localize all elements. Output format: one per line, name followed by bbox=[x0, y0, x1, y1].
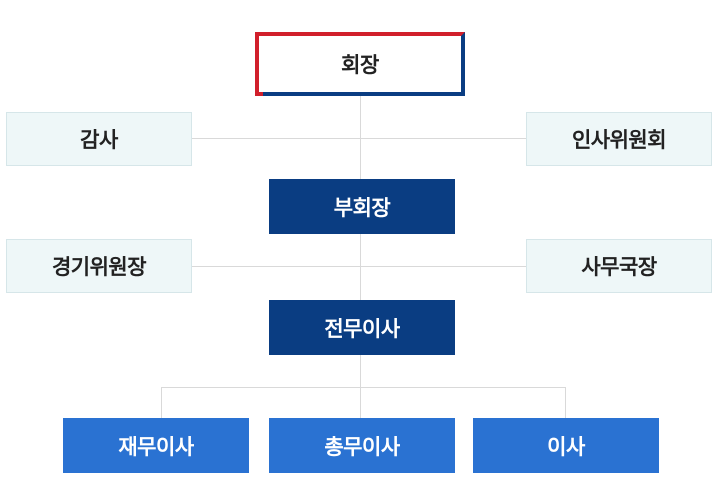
node-general-affairs-director: 총무이사 bbox=[269, 418, 455, 473]
connector-row2-horizontal bbox=[191, 266, 527, 267]
node-director: 이사 bbox=[473, 418, 659, 473]
node-chairman-label: 회장 bbox=[341, 53, 379, 77]
connector-bottom-right-drop bbox=[565, 387, 566, 418]
node-vice-chairman: 부회장 bbox=[269, 179, 455, 234]
connector-bottom-horizontal bbox=[161, 387, 566, 388]
node-secretary-general-label: 사무국장 bbox=[581, 255, 657, 279]
node-competition-chair-label: 경기위원장 bbox=[51, 255, 147, 279]
node-vice-chairman-label: 부회장 bbox=[333, 195, 391, 220]
connector-main-vertical bbox=[360, 96, 361, 418]
node-director-label: 이사 bbox=[547, 434, 585, 459]
node-competition-chair: 경기위원장 bbox=[6, 239, 192, 293]
node-auditor-label: 감사 bbox=[80, 128, 118, 152]
connector-row1-horizontal bbox=[191, 138, 527, 139]
node-hr-committee-label: 인사위원회 bbox=[571, 128, 667, 152]
node-hr-committee: 인사위원회 bbox=[526, 112, 712, 166]
node-auditor: 감사 bbox=[6, 112, 192, 166]
node-finance-director: 재무이사 bbox=[63, 418, 249, 473]
node-secretary-general: 사무국장 bbox=[526, 239, 712, 293]
node-chairman: 회장 bbox=[255, 32, 465, 96]
node-executive-director: 전무이사 bbox=[269, 300, 455, 355]
node-finance-director-label: 재무이사 bbox=[118, 434, 194, 459]
node-executive-director-label: 전무이사 bbox=[324, 316, 400, 341]
node-general-affairs-director-label: 총무이사 bbox=[324, 434, 400, 459]
connector-bottom-left-drop bbox=[161, 387, 162, 418]
chairman-red-accent bbox=[255, 92, 263, 96]
